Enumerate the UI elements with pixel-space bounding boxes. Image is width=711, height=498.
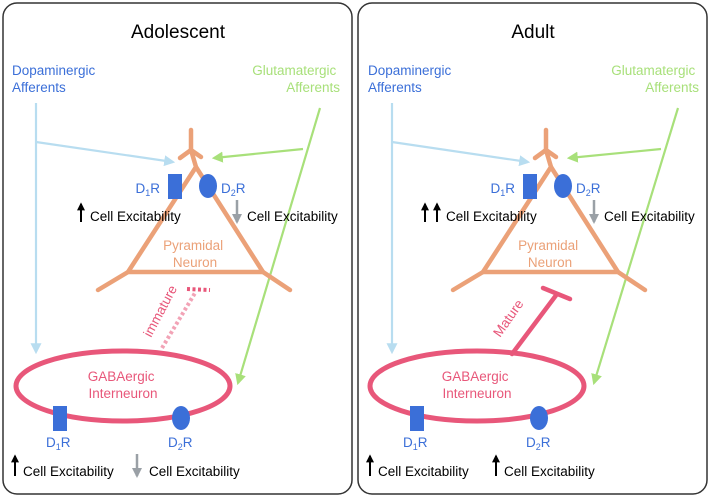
pyramidal-neuron bbox=[450, 127, 648, 293]
panel-title: Adult bbox=[511, 22, 555, 43]
pyr-d2-effect-text: Cell Excitability bbox=[604, 209, 695, 224]
gaba-d2-receptor bbox=[172, 406, 190, 430]
gaba-d1-receptor bbox=[410, 406, 424, 431]
panel-frame bbox=[357, 2, 708, 495]
gaba-d2r-label: D2R bbox=[526, 435, 551, 452]
gaba-d1-receptor bbox=[53, 406, 67, 431]
pyramidal-d2-receptor bbox=[199, 174, 217, 198]
glutamate-afferent-branch bbox=[566, 147, 662, 163]
gabaergic-interneuron bbox=[367, 348, 587, 424]
glutamate-afferent-line bbox=[235, 107, 322, 386]
glutamatergic-label: Glutamatergic Afferents bbox=[611, 63, 699, 95]
pyramidal-d2r-label: D2R bbox=[221, 181, 246, 198]
panel-adolescent: Adolescent Dopaminergic Afferents Glutam… bbox=[2, 2, 353, 495]
gabaergic-interneuron bbox=[13, 348, 233, 424]
dopamine-afferent-branch bbox=[391, 140, 531, 167]
glutamate-afferent-line bbox=[591, 107, 680, 386]
gaba-d1-effect-text: Cell Excitability bbox=[378, 464, 469, 479]
immature-label: immature bbox=[140, 283, 180, 340]
panel-title: Adolescent bbox=[131, 22, 226, 43]
panel-adult: Adult Dopaminergic Afferents Glutamaterg… bbox=[357, 2, 708, 495]
gaba-d2r-label: D2R bbox=[168, 435, 193, 452]
pyramidal-d1r-label: D1R bbox=[135, 181, 160, 198]
pyr-d1-effect-text: Cell Excitability bbox=[446, 209, 537, 224]
glutamatergic-label: Glutamatergic Afferents bbox=[252, 63, 340, 95]
panel-frame bbox=[2, 2, 353, 495]
pyramidal-d1r-label: D1R bbox=[490, 181, 515, 198]
pyramidal-neuron bbox=[95, 127, 293, 293]
pyr-d1-effect-text: Cell Excitability bbox=[90, 209, 181, 224]
immature-connection bbox=[160, 287, 211, 350]
dopaminergic-label: Dopaminergic Afferents bbox=[368, 63, 455, 95]
gaba-d1-effect-text: Cell Excitability bbox=[23, 464, 114, 479]
gaba-d2-receptor bbox=[530, 406, 548, 430]
mature-label: Mature bbox=[490, 297, 526, 340]
pyramidal-d1-receptor bbox=[168, 174, 182, 199]
dopaminergic-label: Dopaminergic Afferents bbox=[12, 63, 99, 95]
gaba-d2-effect-text: Cell Excitability bbox=[149, 464, 240, 479]
pyramidal-neuron-label: Pyramidal Neuron bbox=[163, 238, 227, 270]
dopamine-afferent-branch bbox=[35, 140, 176, 167]
gaba-d2-effect-text: Cell Excitability bbox=[504, 464, 595, 479]
pyramidal-neuron-label: Pyramidal Neuron bbox=[518, 238, 582, 270]
pyramidal-d2-receptor bbox=[554, 174, 572, 198]
gaba-d1r-label: D1R bbox=[403, 435, 428, 452]
gabaergic-label: GABAergic Interneuron bbox=[442, 369, 513, 401]
pyramidal-d2r-label: D2R bbox=[576, 181, 601, 198]
gaba-d1r-label: D1R bbox=[46, 435, 71, 452]
pyr-d2-effect-text: Cell Excitability bbox=[247, 209, 338, 224]
glutamate-afferent-branch bbox=[211, 147, 304, 163]
gabaergic-label: GABAergic Interneuron bbox=[88, 369, 159, 401]
pyramidal-d1-receptor bbox=[523, 174, 537, 199]
mature-connection bbox=[509, 285, 573, 357]
